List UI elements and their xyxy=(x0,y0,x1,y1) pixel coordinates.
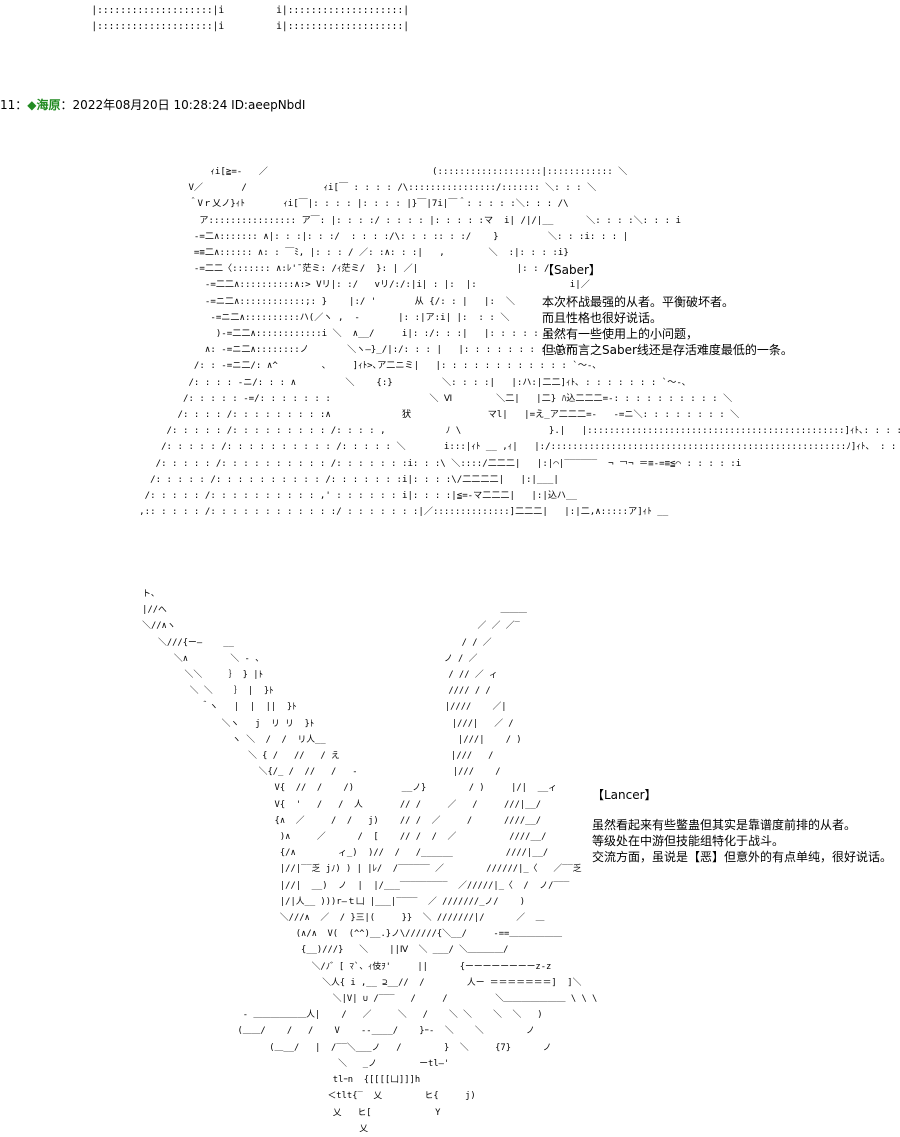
saber-note-line: 虽然有一些使用上的小问题， xyxy=(542,327,699,341)
name-separator: ： xyxy=(60,98,73,112)
lancer-note-line: 等级处在中游但技能组特化于战斗。 xyxy=(592,834,785,848)
ascii-art-top: ／ :::::::::::::::::|i i|::::::::::::::::… xyxy=(91,5,410,33)
saber-note: 【Saber】 本次杯战最强的从者。平衡破坏者。 而且性格也很好说话。 虽然有一… xyxy=(542,262,793,358)
lancer-note: 【Lancer】 虽然看起来有些鳖蛊但其实是靠谱度前排的从者。 等级处在中游但技… xyxy=(592,787,892,865)
saber-note-title: 【Saber】 xyxy=(542,263,601,277)
lancer-note-line: 交流方面，虽说是【恶】但意外的有点单纯，很好说话。 xyxy=(592,850,893,864)
ascii-art-saber: ｨi[≧=- ／ (:::::::::::::::::::|::::::::::… xyxy=(139,167,900,518)
lancer-note-title: 【Lancer】 xyxy=(592,788,657,802)
post-header: 11：◆海原：2022年08月20日 10:28:24 ID:aeepNbdI xyxy=(0,96,305,113)
saber-note-line: 而且性格也很好说话。 xyxy=(542,311,663,325)
poster-name[interactable]: 海原 xyxy=(36,98,61,112)
ascii-art-lancer: ト、 |//へ ＿＿＿ ＼//∧ヽ ／ ／ ／‾ ＼///{ー― _ xyxy=(142,589,598,1134)
post-meta: 2022年08月20日 10:28:24 ID:aeepNbdI xyxy=(72,98,306,112)
lancer-note-line: 虽然看起来有些鳖蛊但其实是靠谱度前排的从者。 xyxy=(592,818,857,832)
saber-note-line: 本次杯战最强的从者。平衡破坏者。 xyxy=(542,295,735,309)
tripcode-diamond: ◆ xyxy=(27,98,37,112)
saber-note-line: 但总而言之Saber线还是存活难度最低的一条。 xyxy=(542,343,793,357)
post-number: 11： xyxy=(0,98,28,112)
